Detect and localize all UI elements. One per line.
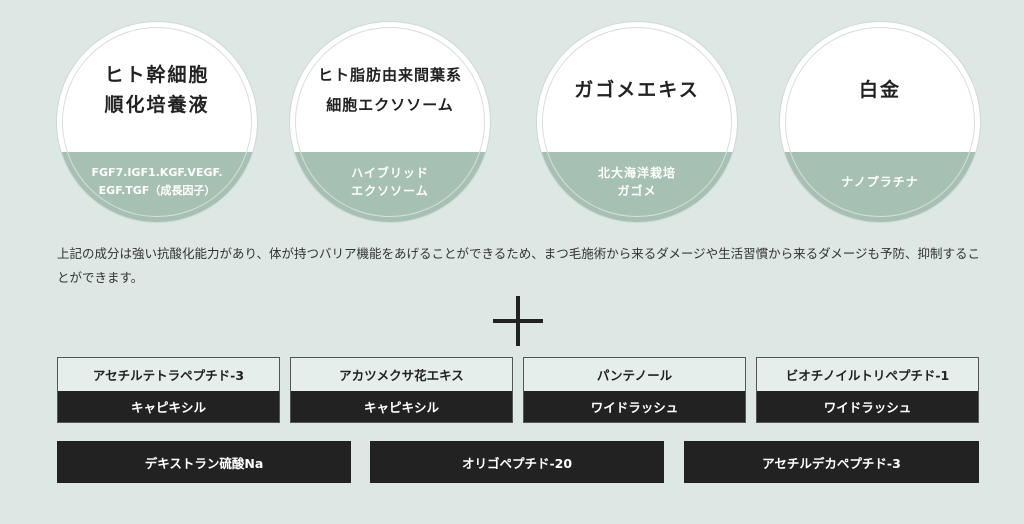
ingredient-label: キャピキシル	[58, 391, 279, 422]
additional-ingredient-box: パンテノールワイドラッシュ	[523, 357, 746, 423]
ingredient-name: ビオチノイルトリペプチド-1	[757, 358, 978, 391]
ingredient-sub: ナノプラチナ	[841, 175, 919, 189]
ingredient-label: キャピキシル	[291, 391, 512, 422]
ingredient-sub: ガゴメ	[617, 184, 657, 198]
ingredient-title: 白金	[858, 79, 901, 101]
ingredient-title: 細胞エクソソーム	[326, 96, 454, 114]
ingredient-label: ワイドラッシュ	[757, 391, 978, 422]
ingredient-sub: ハイブリッド	[351, 166, 429, 180]
other-ingredient: アセチルデカペプチド-3	[684, 441, 979, 483]
plus-icon	[493, 296, 543, 346]
other-ingredient: オリゴペプチド-20	[370, 441, 664, 483]
ingredient-title: ヒト幹細胞	[104, 64, 210, 86]
ingredient-name: アカツメクサ花エキス	[291, 358, 512, 391]
ingredient-sub: FGF7.IGF1.KGF.VEGF.	[91, 166, 223, 179]
ingredient-sub: 北大海洋栽培	[597, 166, 676, 180]
ingredient-sub: EGF.TGF（成長因子）	[98, 184, 216, 197]
ingredient-name: アセチルテトラペプチド-3	[58, 358, 279, 391]
ingredient-label: ワイドラッシュ	[524, 391, 745, 422]
description-text: 上記の成分は強い抗酸化能力があり、体が持つバリア機能をあげることができるため、ま…	[57, 246, 981, 285]
ingredient-title: ガゴメエキス	[574, 79, 700, 101]
additional-ingredient-box: アカツメクサ花エキスキャピキシル	[290, 357, 513, 423]
ingredient-circle-exosome: ヒト脂肪由来間葉系細胞エクソソーム ハイブリッドエクソソーム	[290, 22, 490, 222]
ingredient-name: パンテノール	[524, 358, 745, 391]
other-ingredient: デキストラン硫酸Na	[57, 441, 351, 483]
ingredient-circle-platinum: 白金 ナノプラチナ	[780, 22, 980, 222]
ingredient-circle-gagome: ガゴメエキス 北大海洋栽培ガゴメ	[537, 22, 737, 222]
ingredient-title: ヒト脂肪由来間葉系	[317, 66, 462, 84]
ingredient-circle-human-stem-cell: ヒト幹細胞順化培養液 FGF7.IGF1.KGF.VEGF. EGF.TGF（成長…	[57, 22, 257, 222]
ingredient-title: 順化培養液	[104, 94, 210, 116]
ingredient-sub: エクソソーム	[351, 184, 429, 198]
